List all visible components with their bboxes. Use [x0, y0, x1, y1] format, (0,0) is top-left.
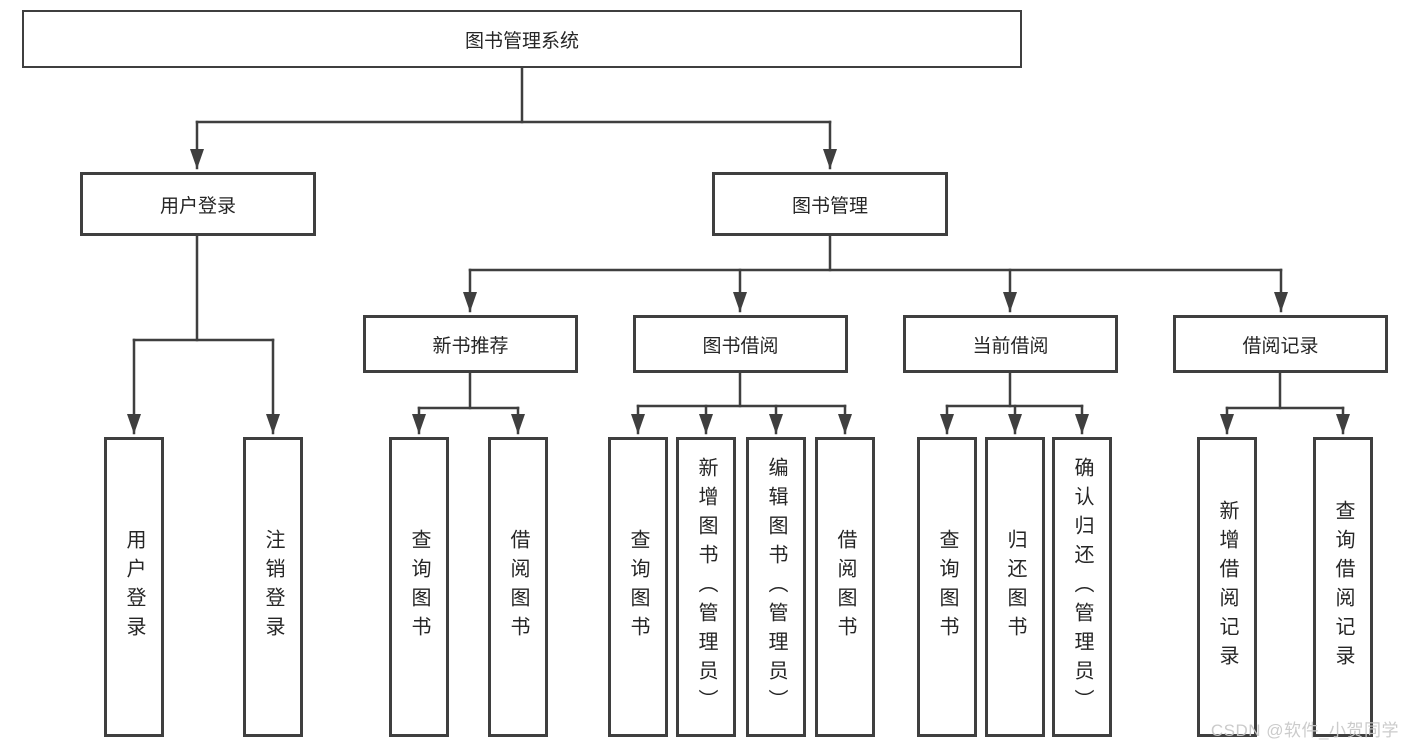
- node-label: 用户登录: [123, 529, 145, 645]
- node-new-book-recommend: 新书推荐: [363, 315, 578, 373]
- node-label: 用户登录: [159, 195, 236, 217]
- node-query-borrow-record: 查询借阅记录: [1313, 437, 1373, 737]
- node-current-borrowing: 当前借阅: [903, 315, 1118, 373]
- watermark: CSDN @软件_小贺同学: [1210, 721, 1399, 740]
- node-borrowing-borrow-book: 借阅图书: [815, 437, 875, 737]
- node-label: 借阅图书: [834, 529, 856, 645]
- node-label: 确认归还（管理员）: [1071, 456, 1093, 718]
- node-label: 新书推荐: [432, 335, 509, 357]
- node-label: 图书管理: [791, 195, 868, 217]
- node-user-login-group: 用户登录: [80, 172, 316, 236]
- node-logout: 注销登录: [243, 437, 303, 737]
- node-label: 编辑图书（管理员）: [765, 456, 787, 718]
- node-confirm-return-admin: 确认归还（管理员）: [1052, 437, 1112, 737]
- node-return-book: 归还图书: [985, 437, 1045, 737]
- node-add-borrow-record: 新增借阅记录: [1197, 437, 1257, 737]
- node-root: 图书管理系统: [22, 10, 1022, 68]
- node-label: 归还图书: [1004, 529, 1026, 645]
- node-edit-book-admin: 编辑图书（管理员）: [746, 437, 806, 737]
- node-add-book-admin: 新增图书（管理员）: [676, 437, 736, 737]
- node-label: 图书借阅: [702, 335, 779, 357]
- node-label: 查询图书: [408, 529, 430, 645]
- node-label: 注销登录: [262, 529, 284, 645]
- node-book-management: 图书管理: [712, 172, 948, 236]
- node-label: 图书管理系统: [464, 30, 579, 52]
- node-label: 查询借阅记录: [1332, 500, 1354, 674]
- node-borrowing-records: 借阅记录: [1173, 315, 1388, 373]
- node-label: 当前借阅: [972, 335, 1049, 357]
- node-label: 新增借阅记录: [1216, 500, 1238, 674]
- node-label: 借阅记录: [1242, 335, 1319, 357]
- node-user-login: 用户登录: [104, 437, 164, 737]
- node-label: 查询图书: [627, 529, 649, 645]
- node-label: 新增图书（管理员）: [695, 456, 717, 718]
- node-book-borrowing: 图书借阅: [633, 315, 848, 373]
- node-borrowing-query-book: 查询图书: [608, 437, 668, 737]
- node-recommend-query-book: 查询图书: [389, 437, 449, 737]
- node-current-query-book: 查询图书: [917, 437, 977, 737]
- node-label: 借阅图书: [507, 529, 529, 645]
- node-recommend-borrow-book: 借阅图书: [488, 437, 548, 737]
- node-label: 查询图书: [936, 529, 958, 645]
